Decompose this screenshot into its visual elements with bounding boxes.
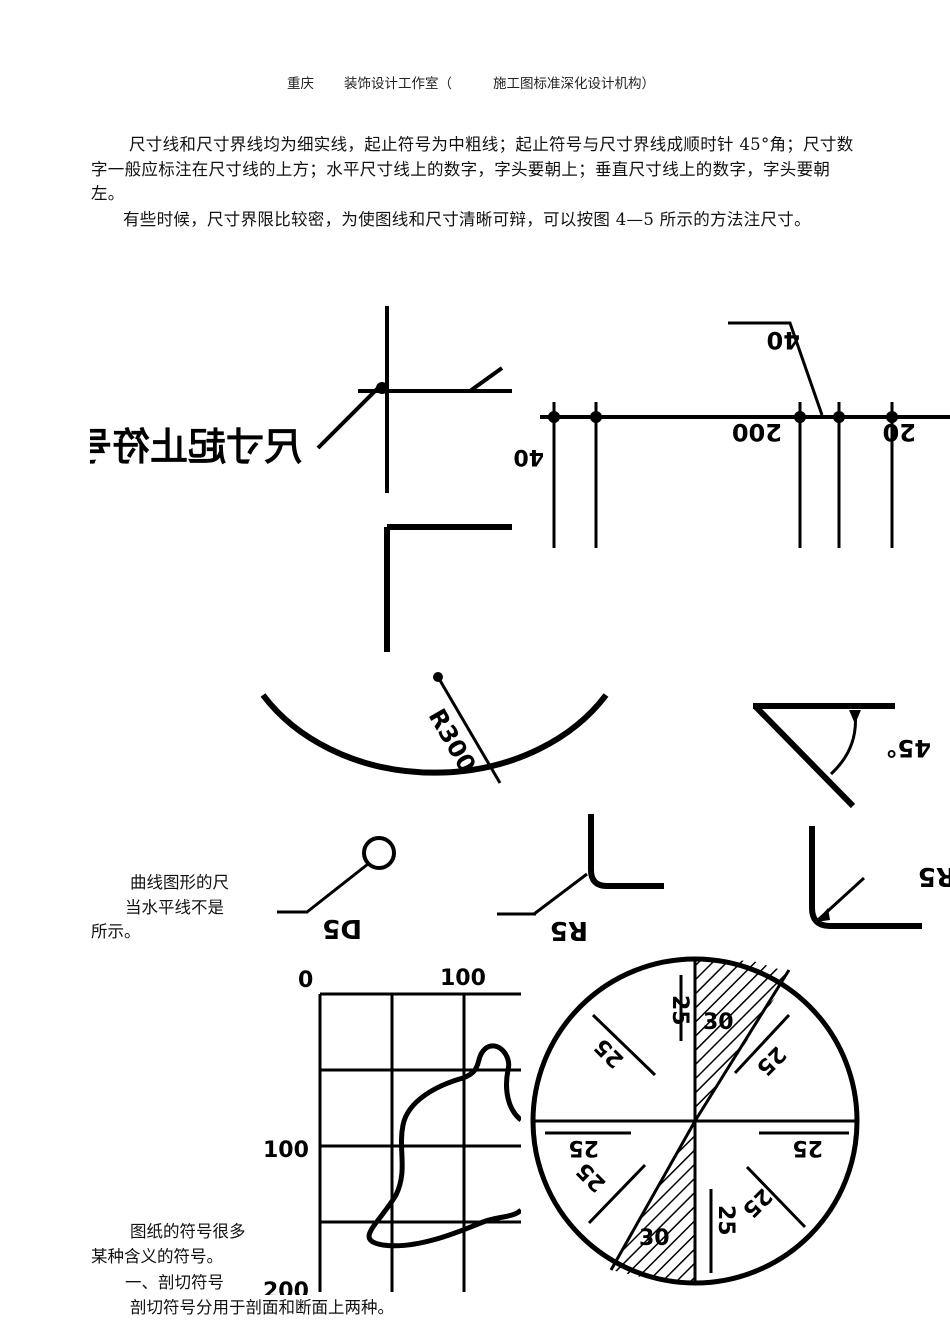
section-heading-cut-symbol: 一、剖切符号: [125, 1273, 224, 1292]
paragraph-symbols-tail: 某种含义的符号。: [91, 1247, 223, 1266]
header-org: 施工图标准深化设计机构）: [493, 76, 655, 92]
svg-text:尺寸起止符号: 尺寸起止符号: [90, 425, 302, 469]
svg-text:25: 25: [568, 1135, 599, 1160]
header-city: 重庆: [287, 76, 314, 92]
svg-text:25: 25: [572, 1157, 611, 1196]
svg-text:100: 100: [440, 966, 486, 991]
svg-text:30: 30: [639, 1226, 670, 1251]
paragraph-shown-tail: 所示。: [91, 922, 141, 941]
svg-text:200: 200: [263, 1279, 309, 1295]
svg-text:30: 30: [703, 1010, 734, 1035]
figure-angle-45: 45°: [735, 688, 950, 818]
svg-text:100: 100: [263, 1138, 309, 1163]
paragraph-horizontal-fragment: 当水平线不是: [125, 898, 224, 917]
svg-text:D5: D5: [322, 913, 362, 943]
svg-text:R300: R300: [423, 704, 482, 777]
svg-text:25: 25: [792, 1135, 823, 1160]
paragraph-curve-fragment: 曲线图形的尺: [130, 873, 229, 892]
svg-text:R5: R5: [550, 915, 588, 945]
paragraph-dense-dimensions: 有些时候，尺寸界限比较密，为使图线和尺寸清晰可辩，可以按图 4—5 所示的方法注…: [123, 210, 811, 229]
svg-text:R5: R5: [918, 861, 950, 891]
paragraph-cut-symbol-types: 剖切符号分用于剖面和断面上两种。: [130, 1298, 394, 1317]
figure-dimension-symbols: 尺寸起止符号: [90, 288, 512, 652]
paragraph-dimension-lines: 尺寸线和尺寸界线均为细实线，起止符号为中粗线；起止符号与尺寸界线成顺时针 45°…: [91, 135, 854, 203]
svg-text:200: 200: [732, 418, 782, 446]
figure-circle-dimensions: 25 30 25 25 25 25 25 30 25 25: [521, 955, 871, 1295]
svg-text:20: 20: [883, 418, 916, 446]
mirrored-figure-label: 尺寸起止符号: [90, 425, 302, 469]
svg-text:25: 25: [590, 1033, 629, 1072]
svg-text:45°: 45°: [886, 734, 931, 762]
svg-text:25: 25: [713, 1205, 738, 1236]
figure-dense-dimension-chain: 40 200 20 40: [512, 290, 950, 548]
svg-text:25: 25: [737, 1183, 776, 1222]
figure-small-symbols: D5 R5 R5: [272, 808, 950, 953]
svg-text:40: 40: [513, 444, 544, 469]
paragraph-symbols-fragment: 图纸的符号很多: [130, 1222, 246, 1241]
svg-text:0: 0: [298, 968, 313, 993]
header-studio: 装饰设计工作室（: [344, 76, 452, 92]
figure-grid-curve: 0 100 100 200: [258, 960, 521, 1295]
svg-text:25: 25: [667, 995, 692, 1026]
svg-text:25: 25: [751, 1041, 790, 1080]
svg-text:40: 40: [767, 326, 800, 354]
